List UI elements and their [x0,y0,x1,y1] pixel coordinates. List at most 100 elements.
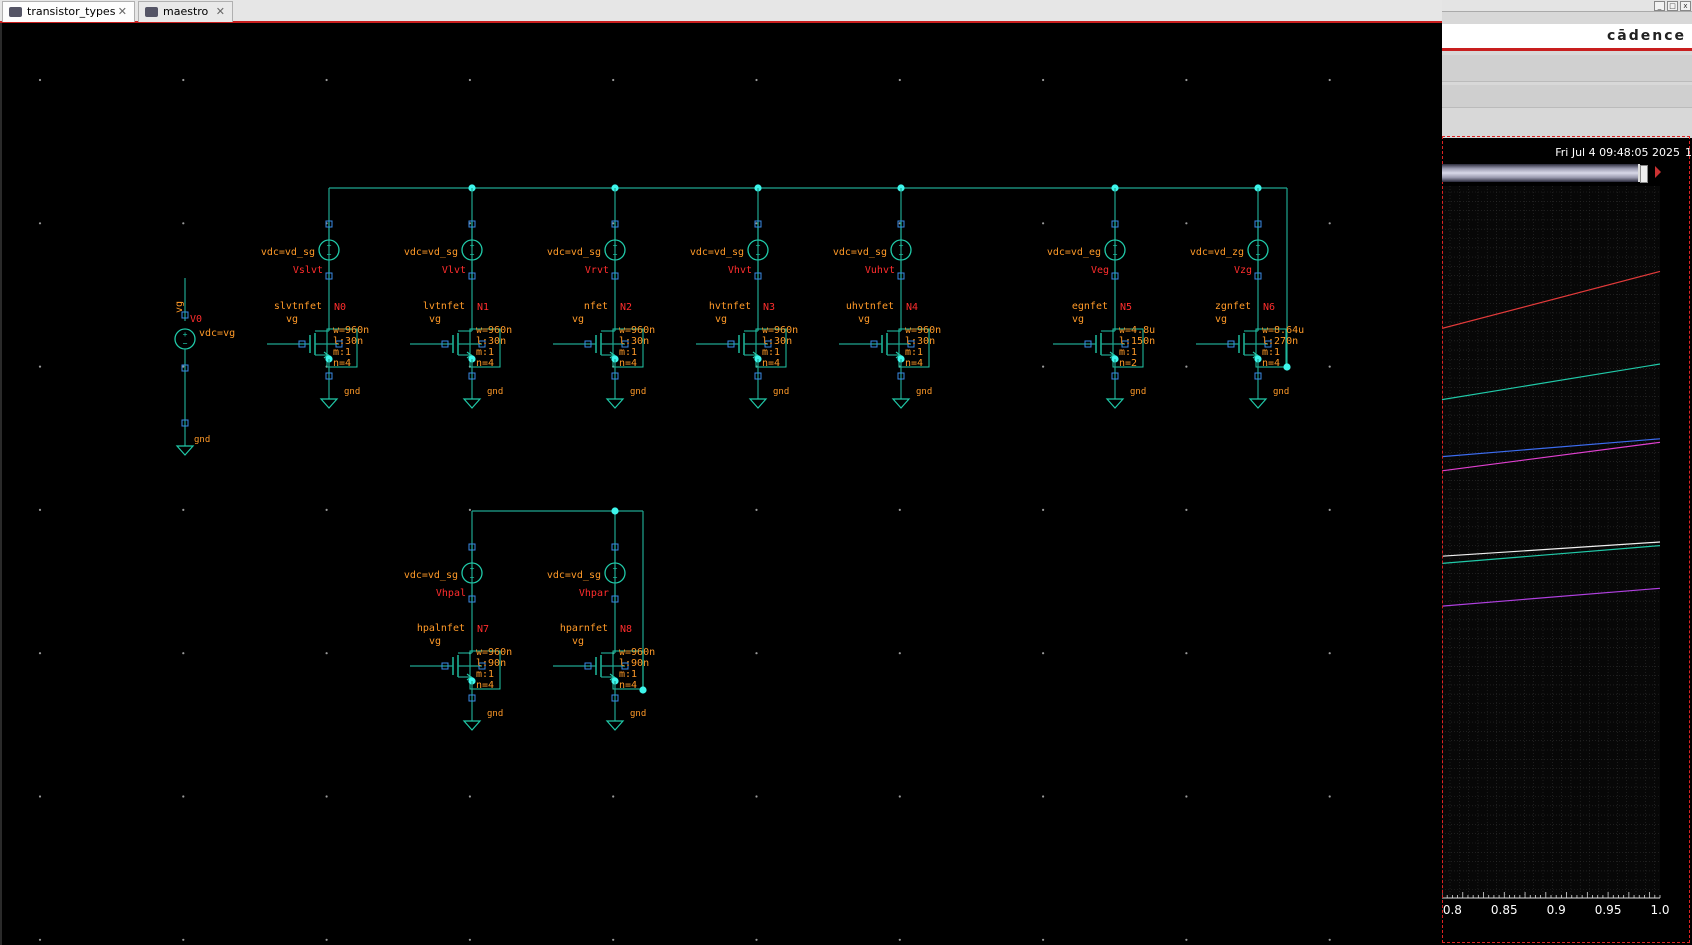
ground-net-label: gnd [487,387,503,397]
source-arrow-icon [466,351,472,359]
cadence-logo: cādence [1606,28,1686,44]
grid-dot [1328,365,1331,368]
source-minus-sign: − [470,573,475,582]
grid-dot [182,365,185,368]
transistor-model-name: egnfet [1072,301,1108,312]
source-instance-name: Vlvt [442,265,466,276]
plot-scroll-slider[interactable] [1442,164,1640,182]
pin-square [754,220,762,228]
pin-square [468,694,476,702]
param-width: w=960n [619,325,655,336]
source-minus-sign: − [613,573,618,582]
ground-symbol [605,398,625,409]
pin-square [1084,340,1092,348]
grid-dot [898,652,901,655]
pin-square [907,340,915,348]
slider-arrow-icon[interactable] [1655,166,1661,178]
param-multiplier: m:1 [476,669,494,680]
grid-dot [1328,652,1331,655]
source-plus-sign: + [899,241,904,250]
series-line [1442,270,1661,329]
grid-dot [182,78,185,82]
close-icon[interactable]: x [1680,1,1691,11]
ground-symbol [319,398,339,409]
pin-square [611,372,619,380]
grid-dot [325,795,328,798]
source-minus-sign: − [756,250,761,259]
tab-transistor-types[interactable]: transistor_types ✕ [2,1,135,22]
gate-net-label: vg [572,636,584,647]
grid-dot [1042,795,1045,798]
gate-net-label: vg [286,314,298,325]
grid-dot [1185,795,1188,798]
window-titlebar: _ □ x [1442,0,1692,12]
grid-dot [898,222,901,225]
grid-dot [182,652,185,655]
grid-dot [1185,938,1188,941]
pin-square [325,372,333,380]
pin-square [181,311,189,319]
param-fingers: n=4 [476,680,494,691]
transistor-instance-name: N0 [334,302,346,313]
pin-square [1227,340,1235,348]
param-fingers: n=4 [476,358,494,369]
transistor-model-name: zgnfet [1215,301,1251,312]
pin-square [611,543,619,551]
ground-net-label: gnd [194,435,210,445]
source-instance-name: Vrvt [585,265,609,276]
grid-dot [38,938,42,941]
source-arrow-icon [1252,351,1258,359]
source-vdc-label: vdc=vd_eg [1047,247,1101,258]
pin-square [468,372,476,380]
param-multiplier: m:1 [1119,347,1137,358]
close-icon[interactable]: ✕ [117,5,127,18]
brand-band: cādence [1442,24,1692,51]
tab-label: transistor_types [27,5,116,18]
grid-dot [1042,222,1045,225]
close-icon[interactable]: ✕ [215,5,225,18]
source-plus-sign: + [327,241,332,250]
slider-handle[interactable] [1640,165,1648,183]
maximize-icon[interactable]: □ [1667,1,1678,11]
source-vdc-label: vdc=vd_zg [1190,247,1244,258]
grid-dot [182,508,185,511]
source-plus-sign: + [613,564,618,573]
pin-square [727,340,735,348]
source-plus-sign: + [470,564,475,573]
grid-dot [755,508,758,511]
pin-square [468,220,476,228]
x-tick-label: 1.0 [1650,903,1669,917]
plot-window-frame [1442,136,1690,943]
ground-symbol [462,398,482,409]
param-length: l:30n [762,336,792,347]
source-vdc-label: vdc=vd_sg [404,570,458,581]
ground-net-label: gnd [344,387,360,397]
junction-dot [639,686,647,694]
minimize-icon[interactable]: _ [1654,1,1665,11]
tab-maestro[interactable]: maestro ✕ [138,1,233,22]
pin-square [1111,220,1119,228]
transistor-body-outline [755,328,787,368]
maestro-icon [145,7,158,17]
param-length: l:30n [476,336,506,347]
pin-square [468,272,476,280]
source-plus-sign: + [183,330,188,339]
param-fingers: n=4 [619,358,637,369]
source-vdc-label: vdc=vd_sg [547,570,601,581]
source-arrow-icon [609,351,615,359]
param-multiplier: m:1 [1262,347,1280,358]
pin-square [897,372,905,380]
source-instance-name: Vhvt [728,265,752,276]
schematic-icon [9,7,22,17]
source-arrow-icon [609,673,615,681]
transistor-body-outline [898,328,930,368]
grid-dot [1185,652,1188,655]
pin-square [325,220,333,228]
ground-net-label: gnd [1273,387,1289,397]
pin-square [870,340,878,348]
x-tick-label: 0.8 [1443,903,1462,917]
